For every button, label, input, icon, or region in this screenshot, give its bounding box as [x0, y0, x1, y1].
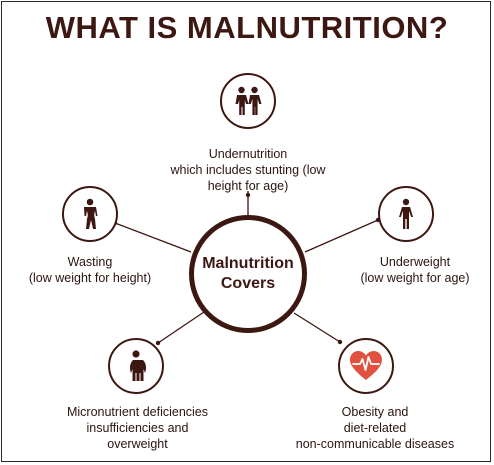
wasting-label: Wasting (low weight for height) — [28, 255, 152, 285]
micronutrient-label: Micronutrient deficiencies insufficienci… — [66, 405, 209, 451]
slim-body-icon — [84, 198, 98, 229]
two-people-icon — [235, 86, 262, 115]
connector-micronutrient — [157, 311, 205, 344]
wasting-node — [62, 186, 118, 242]
overweight-person-icon — [129, 350, 147, 381]
undernutrition-label: Undernutrition which includes stunting (… — [170, 147, 326, 193]
heart-pulse-icon — [350, 351, 382, 380]
center-hub: Malnutrition Covers — [189, 215, 307, 333]
connector-underweight — [304, 219, 379, 253]
center-line-2: Covers — [220, 275, 276, 292]
undernutrition-node — [220, 73, 276, 129]
connector-obesity — [293, 312, 341, 343]
obesity-node — [338, 338, 394, 394]
thin-person-icon — [399, 198, 413, 229]
micronutrient-node — [108, 338, 164, 394]
page-title: WHAT IS MALNUTRITION? — [45, 10, 449, 45]
center-line-1: Malnutrition — [202, 255, 294, 272]
connector-wasting — [114, 222, 192, 253]
underweight-node — [378, 186, 434, 242]
obesity-label: Obesity and diet-related non-communicabl… — [295, 405, 455, 451]
underweight-label: Underweight (low weight for age) — [360, 255, 470, 285]
